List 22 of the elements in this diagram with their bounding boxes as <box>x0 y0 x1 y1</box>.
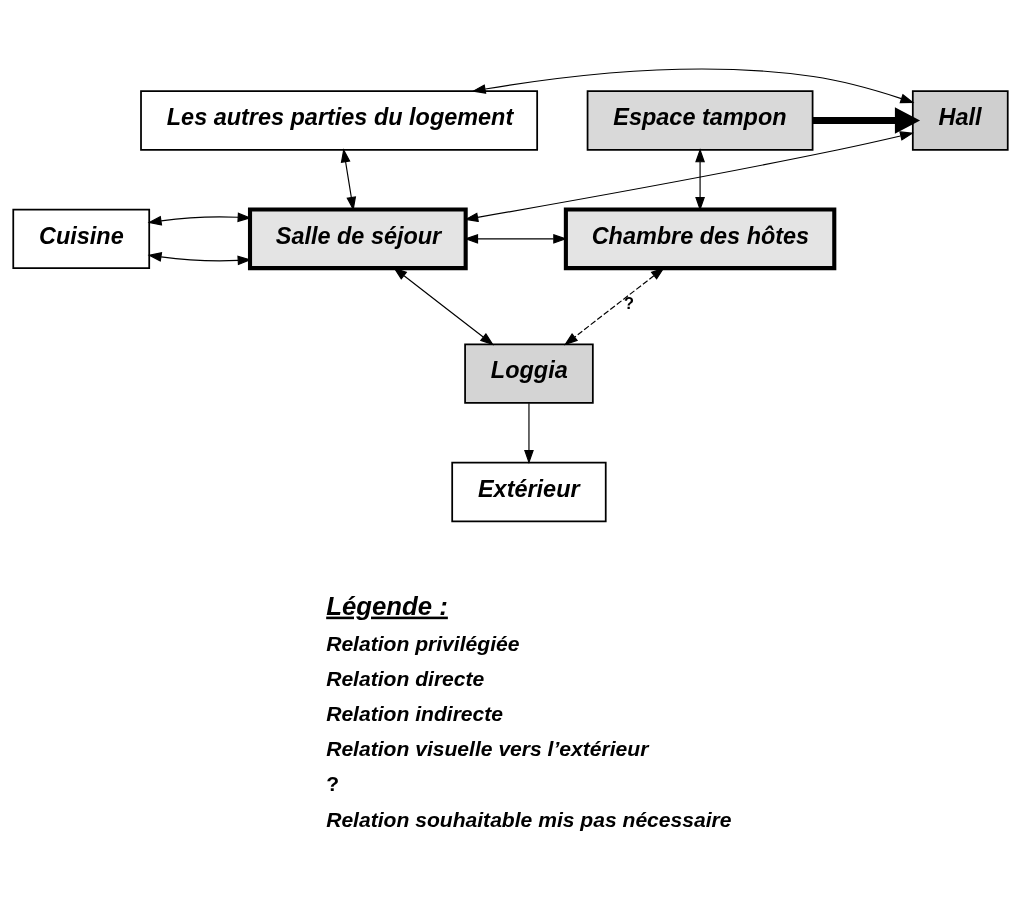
arrow <box>524 402 534 464</box>
legend-label: Relation directe <box>326 666 485 690</box>
node-box: Extérieur <box>451 461 607 522</box>
node-box: Espace tampon <box>586 89 814 151</box>
node-box: Les autres parties du logement <box>140 89 539 151</box>
arrow <box>340 147 357 211</box>
legend-label: Relation souhaitable mis pas nécessaire <box>326 807 732 831</box>
legend-label: Relation indirecte <box>326 701 504 725</box>
node-box: Loggia <box>464 342 594 404</box>
node-box: Salle de séjour <box>247 207 468 270</box>
node-box: Cuisine <box>12 208 151 269</box>
label: Légende : <box>326 591 448 620</box>
arrow <box>471 68 915 103</box>
arrow <box>464 130 915 222</box>
node-box: Chambre des hôtes <box>563 207 837 270</box>
label: ? <box>326 771 340 795</box>
legend-label: Relation visuelle vers l’extérieur <box>326 736 649 760</box>
node-box: Hall <box>911 89 1009 151</box>
legend-label: Relation privilégiée <box>326 631 520 655</box>
arrow <box>695 147 705 211</box>
arrow <box>812 106 921 134</box>
edge-label: ? <box>623 293 634 312</box>
